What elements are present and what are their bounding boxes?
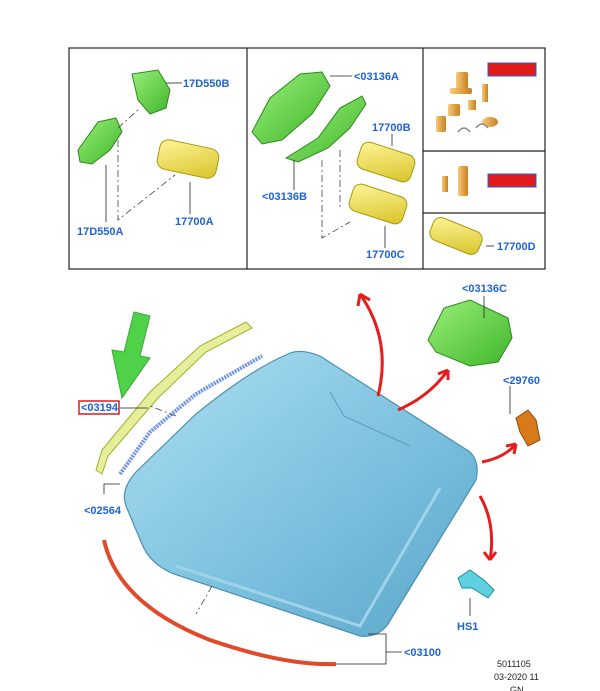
part-03136c: <03136C bbox=[427, 283, 513, 367]
panel-hardware-kit-2 bbox=[442, 166, 537, 196]
label-02564: <02564 bbox=[84, 505, 122, 517]
label-29760: <29760 bbox=[503, 375, 540, 387]
redacted-part-label-1 bbox=[487, 62, 537, 77]
label-group-left: <03194 <02564 <03100 bbox=[78, 400, 441, 665]
blue-seal bbox=[118, 354, 263, 476]
panel-sensor-cover: <03136A <03136B 17700B 17700C bbox=[251, 71, 416, 261]
label-03100: <03100 bbox=[404, 647, 441, 659]
mirror-cover-upper bbox=[131, 69, 171, 115]
arrow-to-top-panel bbox=[358, 293, 384, 397]
part-hs1: HS1 bbox=[457, 569, 495, 633]
label-17d550b: 17D550B bbox=[183, 78, 230, 90]
panel-mirror-d: 17700D bbox=[429, 217, 536, 255]
rearview-mirror-b bbox=[356, 141, 416, 183]
label-17700b: 17700B bbox=[372, 122, 411, 134]
label-17700c: 17700C bbox=[366, 249, 405, 261]
sensor-cover-a bbox=[251, 71, 331, 145]
arrow-to-29760 bbox=[481, 442, 518, 464]
label-03136b: <03136B bbox=[262, 191, 307, 203]
detail-panel bbox=[68, 47, 546, 270]
panel-hardware-kit-1 bbox=[436, 62, 537, 133]
lower-seal bbox=[102, 539, 337, 667]
upper-moulding bbox=[95, 321, 253, 475]
rearview-mirror-d bbox=[429, 217, 483, 255]
sensor-cover-b bbox=[284, 95, 367, 163]
label-hs1: HS1 bbox=[457, 621, 478, 633]
highlight-box-03194 bbox=[78, 400, 120, 415]
footer-extra: GN bbox=[510, 685, 524, 691]
label-03194: <03194 bbox=[81, 402, 119, 414]
arrow-to-hs1 bbox=[478, 495, 494, 561]
footer-date: 03-2020 11 bbox=[494, 672, 539, 682]
green-highlight-arrow bbox=[111, 311, 151, 400]
panel-mirror-cover: 17D550B 17D550A 17700A bbox=[77, 69, 230, 238]
label-17d550a: 17D550A bbox=[77, 226, 124, 238]
label-17700a: 17700A bbox=[175, 216, 214, 228]
windshield-assembly bbox=[95, 321, 478, 667]
label-03136a: <03136A bbox=[354, 71, 399, 83]
rearview-mirror-c bbox=[348, 183, 408, 225]
windshield-glass bbox=[123, 350, 478, 637]
label-03136c: <03136C bbox=[462, 283, 507, 295]
redacted-part-label-2 bbox=[487, 173, 537, 188]
footer-reference: 5011105 03-2020 11 GN bbox=[494, 659, 539, 691]
footer-ref-number: 5011105 bbox=[497, 659, 531, 669]
red-callout-arrows bbox=[356, 292, 518, 561]
rearview-mirror-a bbox=[156, 139, 220, 179]
label-17700d: 17700D bbox=[497, 241, 536, 253]
part-29760: <29760 bbox=[503, 375, 541, 447]
mirror-cover-lower bbox=[77, 117, 123, 165]
arrow-to-03136c bbox=[397, 369, 450, 412]
